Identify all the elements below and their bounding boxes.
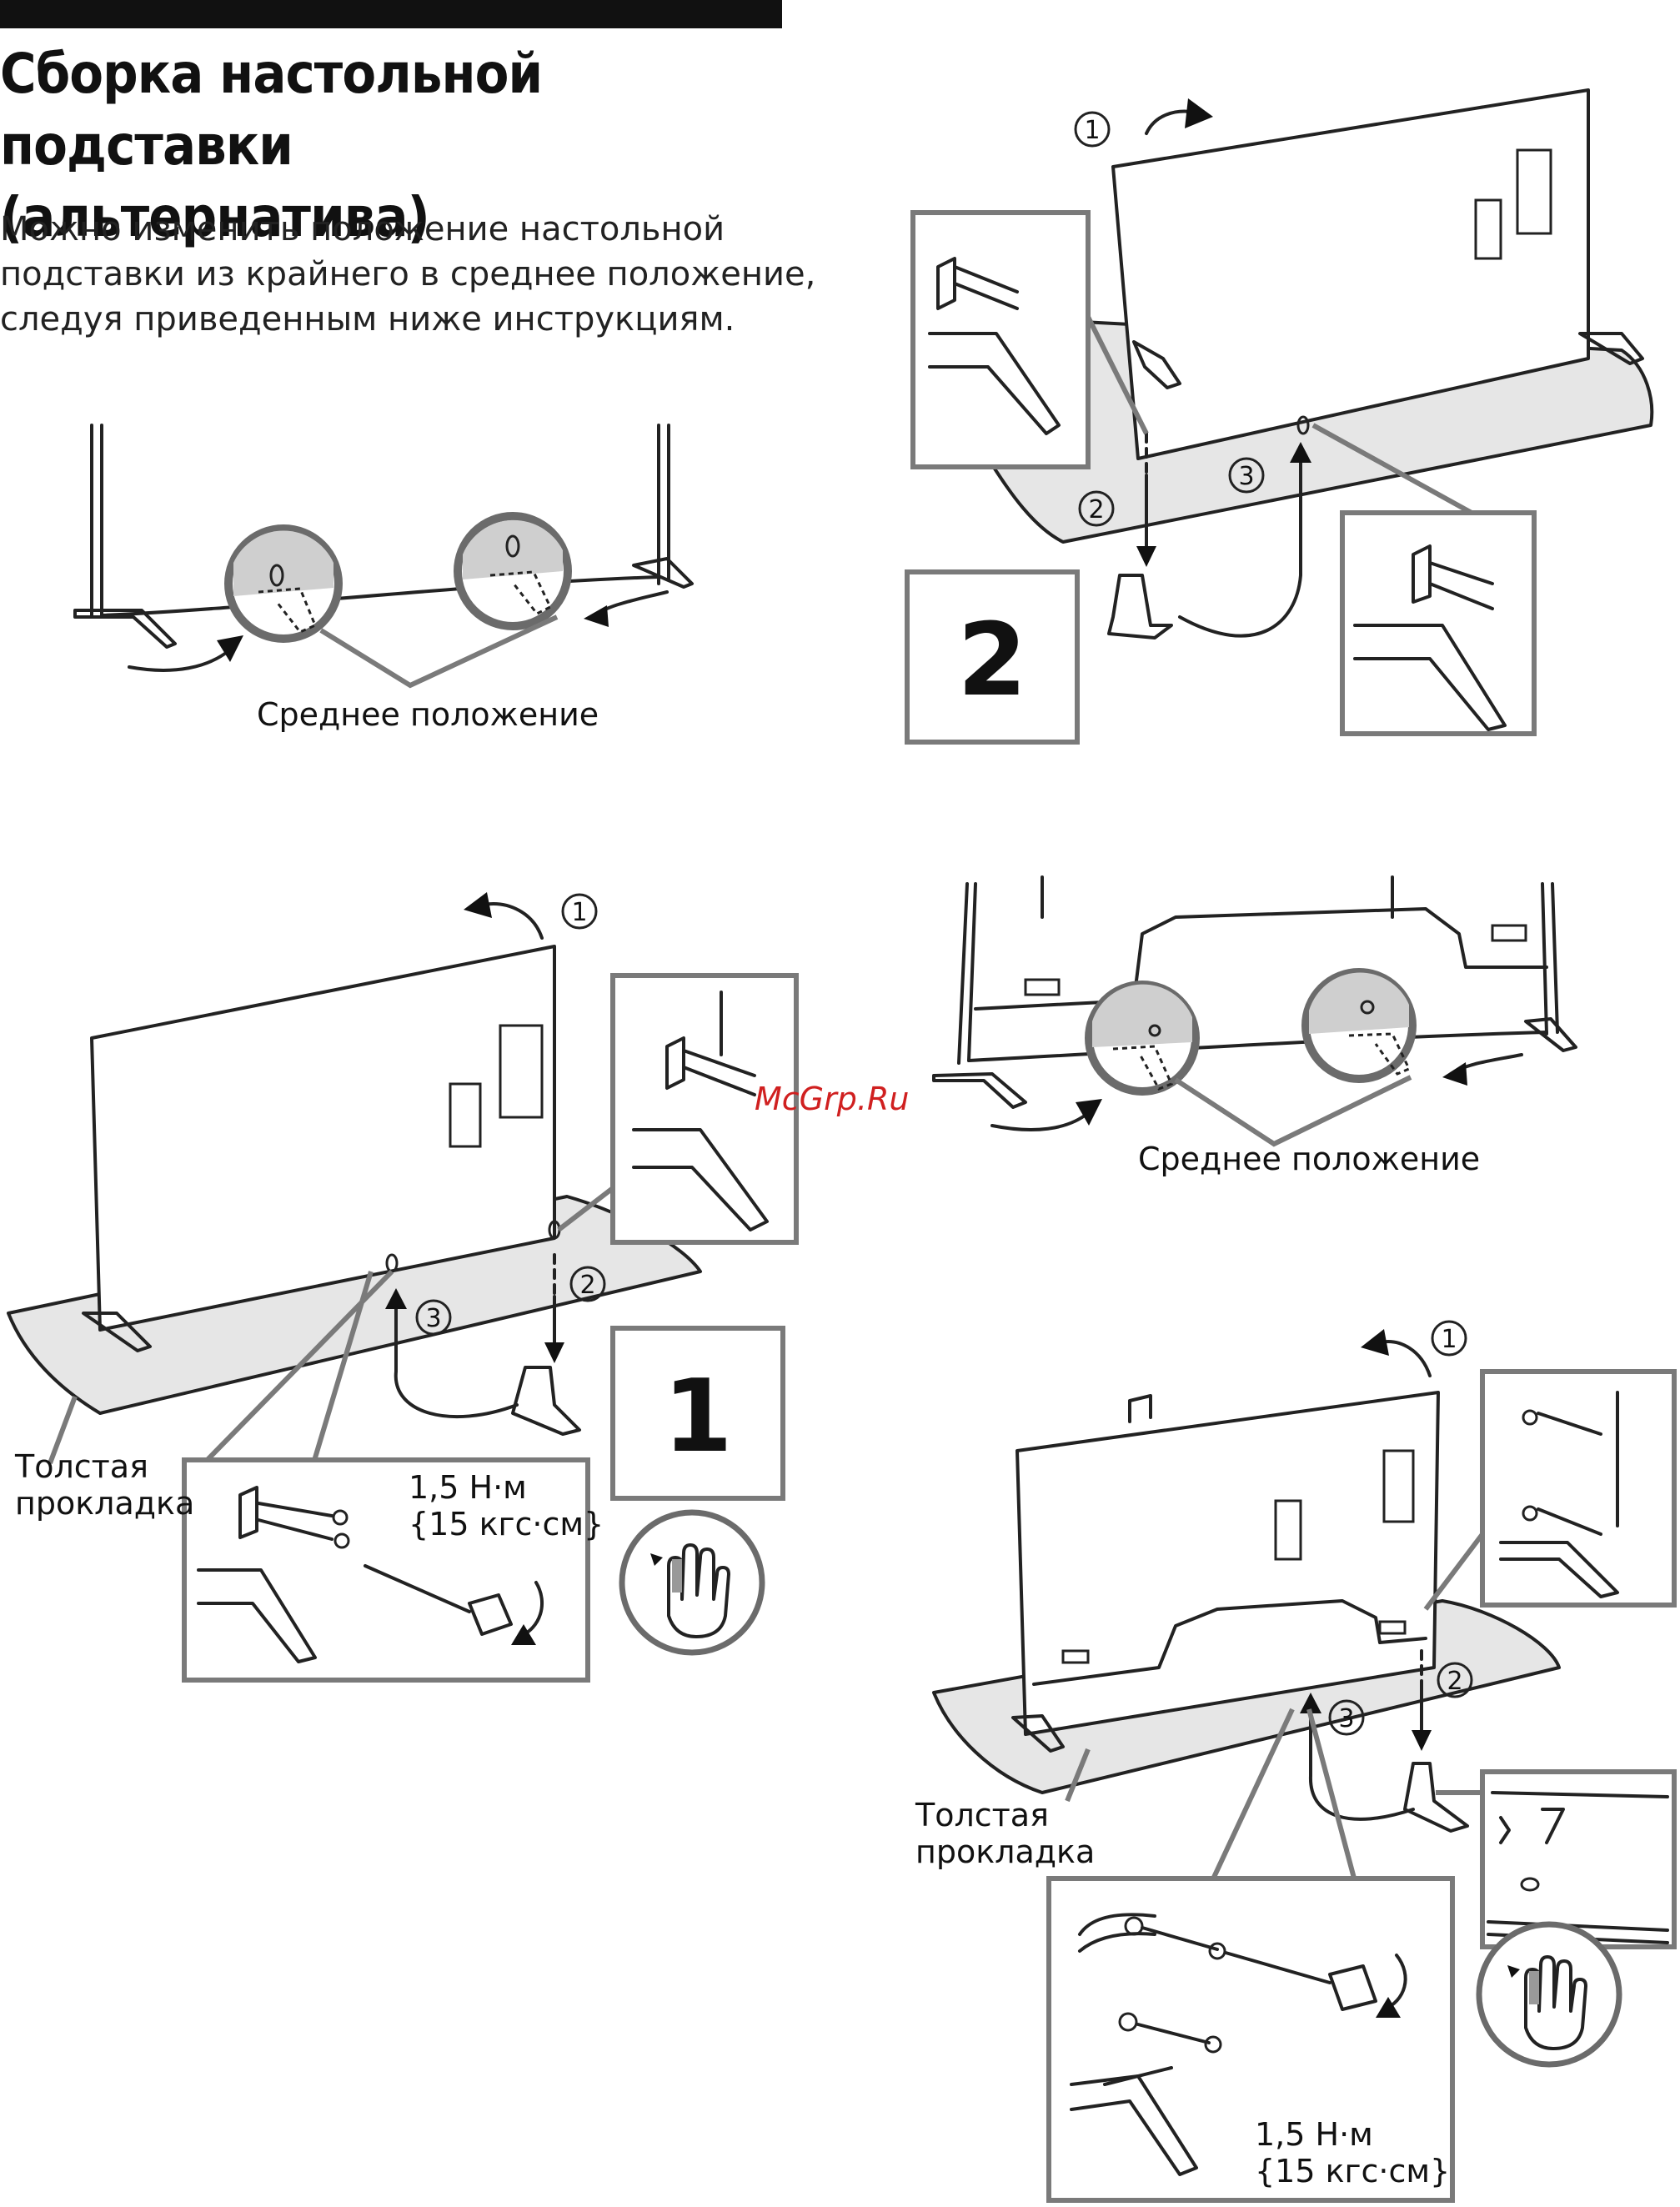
step1-badge: 1 — [610, 1326, 785, 1501]
step1-torque-detail-box — [182, 1457, 590, 1683]
torque-label-left: 1,5 Н·м {15 кгс·см} — [409, 1469, 604, 1542]
intro-paragraph: Можно изменить положение настольной подс… — [0, 207, 834, 342]
cushion-right-line-2: прокладка — [915, 1833, 1096, 1870]
rear-magnifier-left — [1085, 981, 1200, 1096]
illustration-rear-middle-position — [932, 875, 1577, 1147]
hand-caution-icon-right — [1476, 1921, 1622, 2068]
rear-circled-2: 2 — [1447, 1667, 1462, 1696]
cushion-right-line-1: Толстая — [915, 1797, 1049, 1833]
top-rule — [0, 0, 782, 28]
step2-circled-2: 2 — [1088, 495, 1104, 524]
middle-position-label-bottom: Среднее положение — [1138, 1141, 1481, 1177]
rear-circled-1: 1 — [1441, 1325, 1457, 1354]
rear-circled-3: 3 — [1338, 1704, 1354, 1733]
middle-position-label-top: Среднее положение — [257, 696, 599, 733]
watermark: McGrp.Ru — [755, 1081, 910, 1117]
step1-circled-3: 3 — [425, 1304, 441, 1333]
hand-caution-icon-left — [619, 1509, 765, 1656]
title-line-2: (альтернатива) — [0, 185, 430, 249]
torque-left-line-1: 1,5 Н·м — [409, 1469, 527, 1506]
torque-left-line-2: {15 кгс·см} — [409, 1506, 604, 1542]
torque-right-line-1: 1,5 Н·м — [1255, 2116, 1373, 2153]
magnifier-left — [224, 524, 343, 643]
step2-badge: 2 — [905, 569, 1080, 745]
rear-torque-detail-box — [1046, 1876, 1455, 2203]
torque-label-right: 1,5 Н·м {15 кгс·см} — [1255, 2116, 1450, 2189]
torque-right-line-2: {15 кгс·см} — [1255, 2153, 1451, 2189]
cushion-left-line-2: прокладка — [15, 1485, 195, 1522]
step2-circled-1: 1 — [1084, 116, 1100, 145]
illustration-front-middle-position — [73, 424, 694, 689]
cushion-left-line-1: Толстая — [15, 1448, 148, 1485]
step2-circled-3: 3 — [1238, 462, 1254, 491]
illustration-step2-remove-stand: 1 2 3 — [910, 88, 1654, 736]
intro-line-3: следуя приведенным ниже инструкциям. — [0, 300, 735, 339]
step2-number: 2 — [957, 603, 1027, 719]
rear-magnifier-right — [1301, 968, 1417, 1083]
cushion-label-left: Толстая прокладка — [15, 1448, 194, 1522]
illustration-rear-attach-stand: 1 2 3 — [932, 1320, 1677, 1961]
title-line-1: Сборка настольной подставки — [0, 42, 543, 178]
illustration-step1-attach-stand: 1 2 3 — [7, 892, 799, 1482]
cushion-label-right: Толстая прокладка — [915, 1797, 1095, 1870]
page-title: Сборка настольной подставки (альтернатив… — [0, 38, 720, 253]
step1-number: 1 — [663, 1359, 733, 1475]
intro-line-1: Можно изменить положение настольной — [0, 210, 725, 248]
magnifier-right — [454, 512, 572, 630]
intro-line-2: подставки из крайнего в среднее положени… — [0, 255, 816, 293]
step1-circled-2: 2 — [579, 1271, 595, 1300]
step1-circled-1: 1 — [571, 898, 587, 927]
